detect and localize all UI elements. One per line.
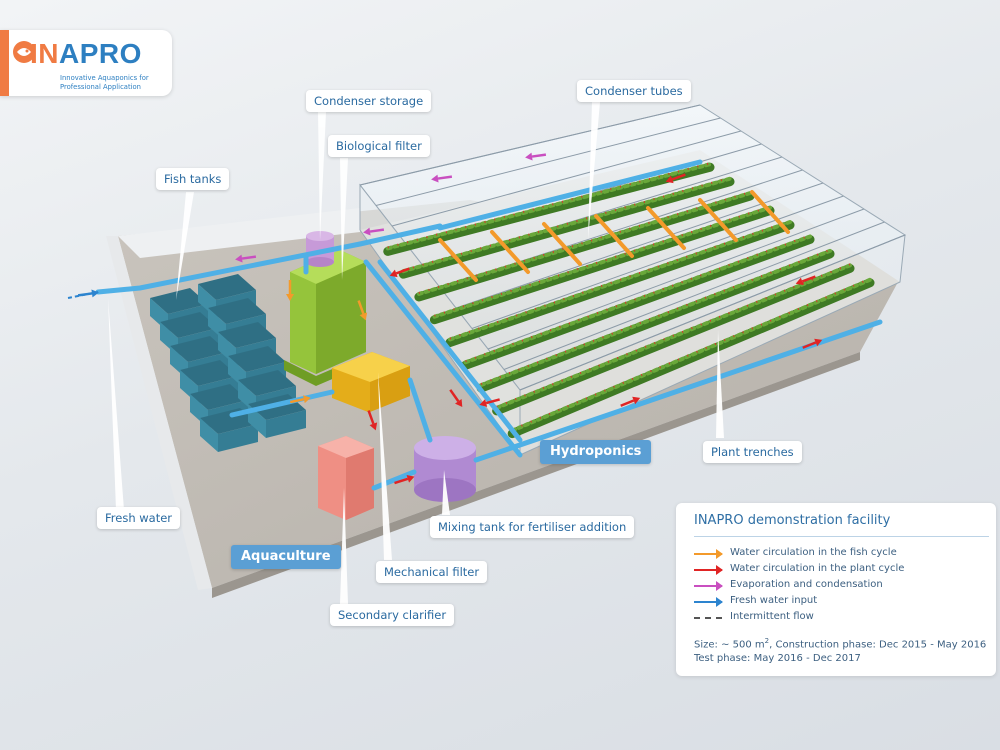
label-hydroponics: Hydroponics [540,440,651,464]
legend-item-fresh-water: Fresh water input [694,595,989,609]
legend-panel: INAPRO demonstration facility Water circ… [676,503,996,676]
legend-arrow-icon [716,549,723,559]
legend-test-phase: Test phase: May 2016 - Dec 2017 [694,653,861,664]
legend-item-plant-cycle: Water circulation in the plant cycle [694,563,989,577]
legend-size-info: Size: ~ 500 m2, Construction phase: Dec … [694,637,986,650]
label-mechanical-filter: Mechanical filter [376,561,487,583]
label-aquaculture: Aquaculture [231,545,341,569]
label-mixing-tank: Mixing tank for fertiliser addition [430,516,634,538]
legend-arrow-icon [716,581,723,591]
legend-arrow-icon [716,597,723,607]
legend-label: Intermittent flow [730,611,814,622]
label-condenser-tubes: Condenser tubes [577,80,691,102]
legend-title: INAPRO demonstration facility [694,513,890,528]
label-plant-trenches: Plant trenches [703,441,802,463]
legend-item-evaporation: Evaporation and condensation [694,579,989,593]
legend-divider [694,536,989,537]
legend-label: Water circulation in the fish cycle [730,547,897,558]
label-biological-filter: Biological filter [328,135,430,157]
label-fresh-water: Fresh water [97,507,180,529]
label-condenser-storage: Condenser storage [306,90,431,112]
legend-label: Evaporation and condensation [730,579,883,590]
legend-dashed-line-icon [694,617,722,619]
legend-label: Fresh water input [730,595,817,606]
label-fish-tanks: Fish tanks [156,168,229,190]
legend-item-intermittent: Intermittent flow [694,611,989,625]
legend-label: Water circulation in the plant cycle [730,563,904,574]
legend-item-fish-cycle: Water circulation in the fish cycle [694,547,989,561]
legend-arrow-icon [716,565,723,575]
label-secondary-clarifier: Secondary clarifier [330,604,454,626]
